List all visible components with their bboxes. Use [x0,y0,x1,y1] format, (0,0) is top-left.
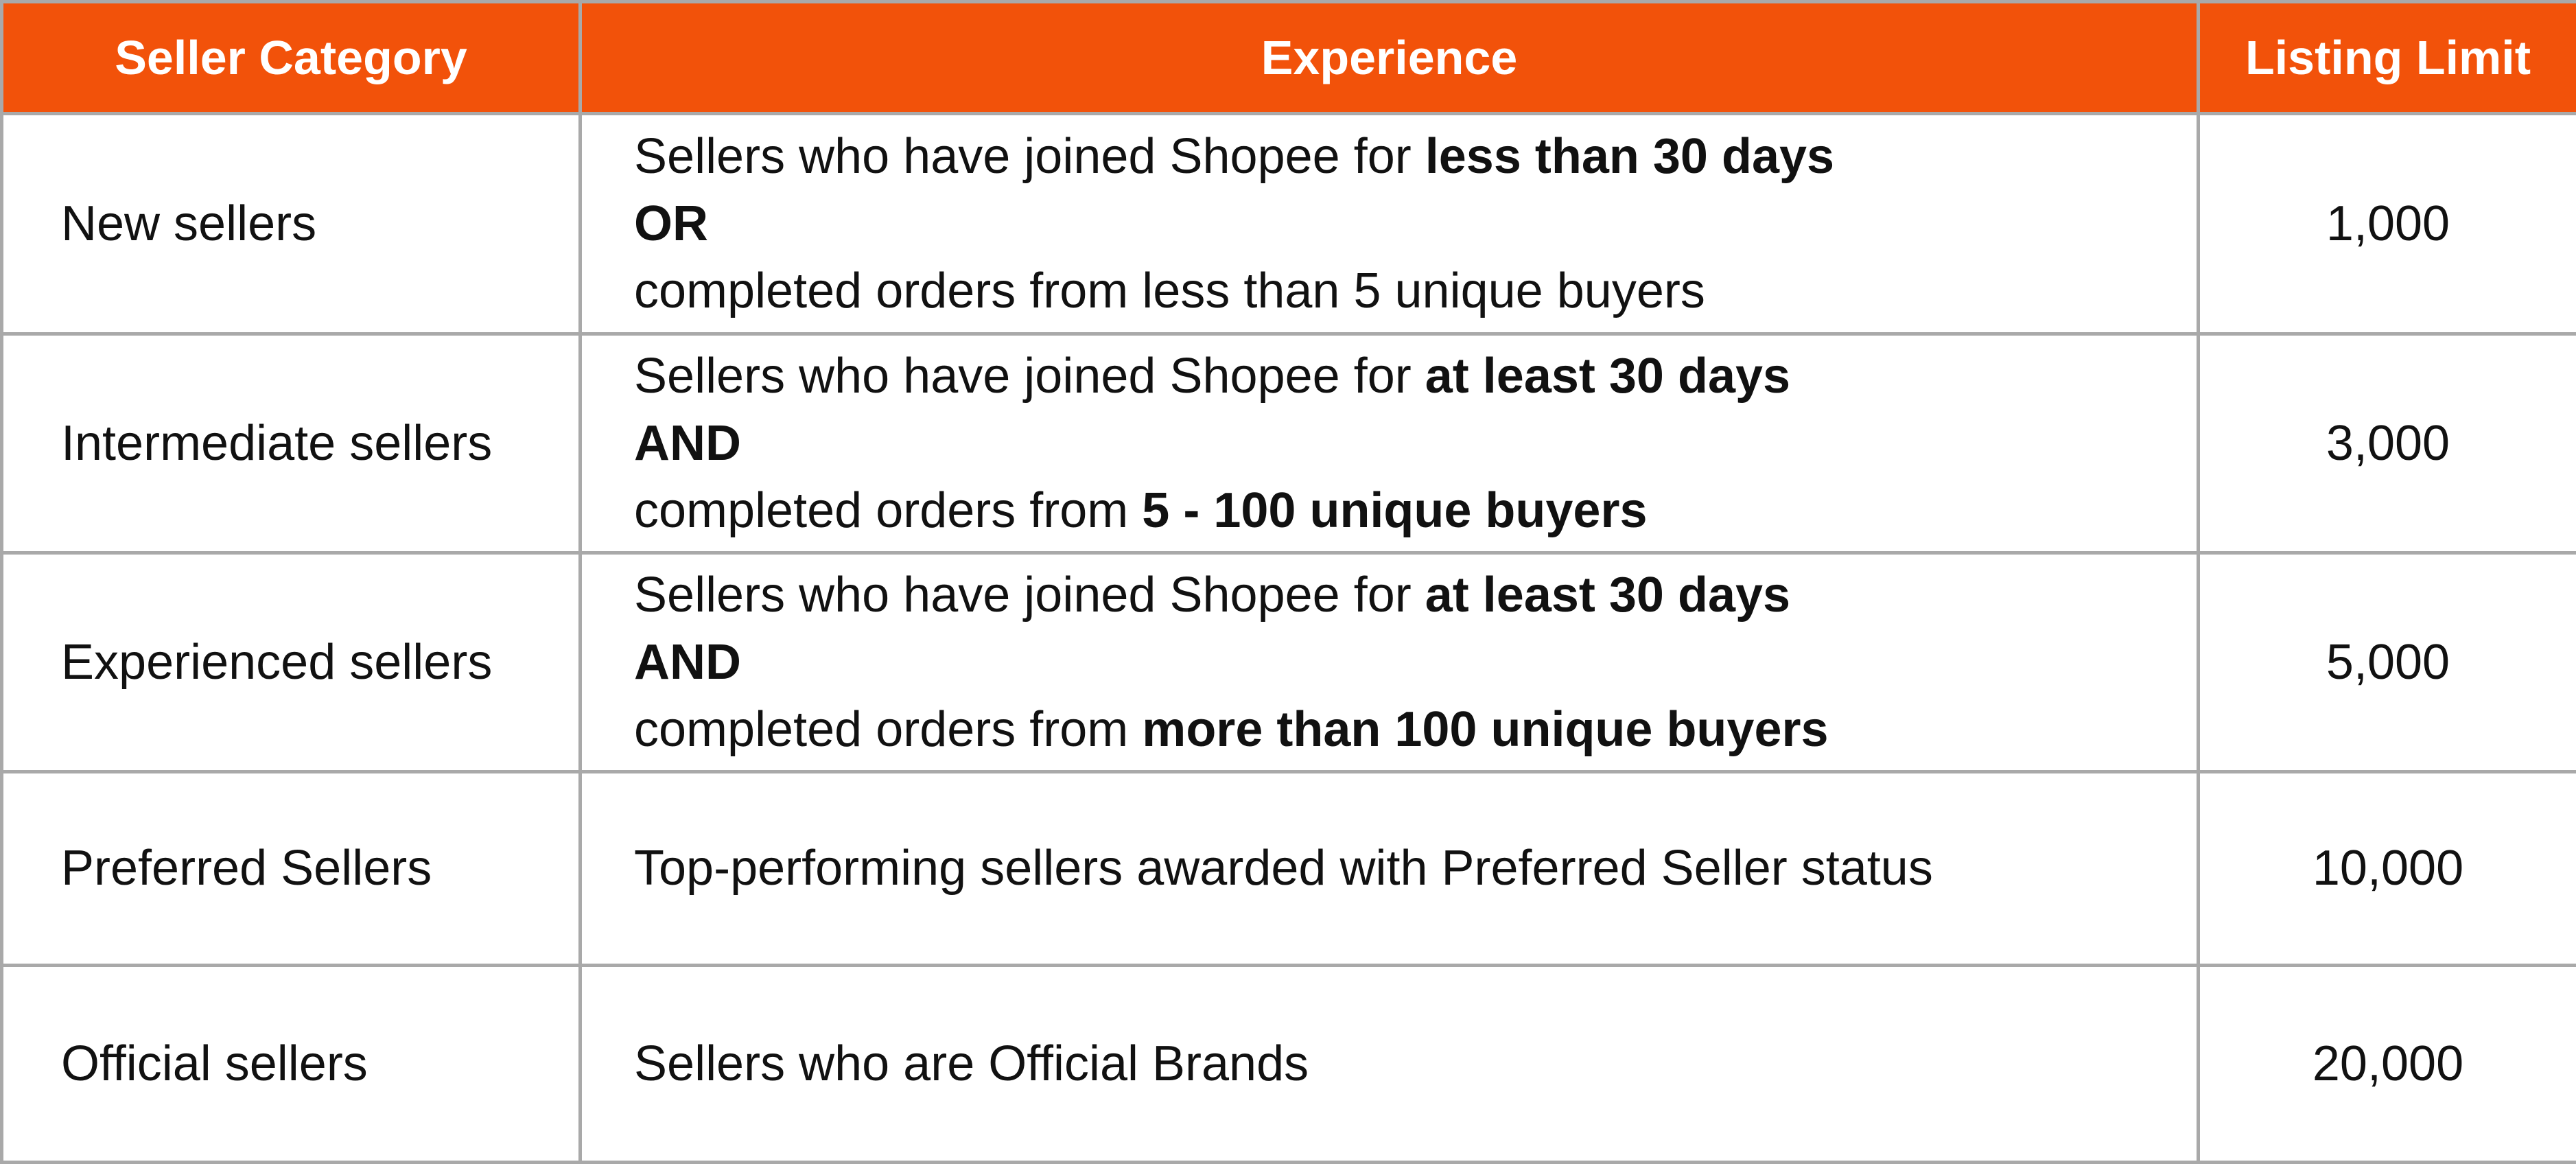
experience-connector: OR [634,196,708,252]
listing-limit-cell: 1,000 [2197,111,2576,336]
header-row: Seller Category Experience Listing Limit [0,0,2576,115]
experience-line-1: Sellers who have joined Shopee for at le… [634,342,2197,410]
experience-line-3: completed orders from more than 100 uniq… [634,696,2197,763]
experience-cell: Sellers who have joined Shopee for less … [578,111,2200,336]
experience-text: Sellers who have joined Shopee for [634,129,1425,185]
listing-limit-cell: 10,000 [2197,769,2576,968]
experience-line-1: Sellers who have joined Shopee for less … [634,123,2197,190]
seller-category-cell: Experienced sellers [0,551,582,773]
experience-emphasis: less than 30 days [1425,129,1835,185]
listing-limit-cell: 20,000 [2197,964,2576,1164]
seller-category-cell: New sellers [0,111,582,336]
table-row: New sellers Sellers who have joined Shop… [0,111,2576,336]
experience-text: completed orders from [634,483,1143,539]
table-body: New sellers Sellers who have joined Shop… [0,111,2576,1164]
column-header-seller-category: Seller Category [0,0,582,115]
column-header-listing-limit: Listing Limit [2197,0,2576,115]
experience-cell: Sellers who have joined Shopee for at le… [578,332,2200,555]
experience-connector: AND [634,635,741,690]
table-header: Seller Category Experience Listing Limit [0,0,2576,115]
experience-cell: Sellers who have joined Shopee for at le… [578,551,2200,773]
table-row: Official sellers Sellers who are Officia… [0,964,2576,1164]
experience-emphasis: at least 30 days [1425,568,1791,623]
experience-line-1: Sellers who have joined Shopee for at le… [634,561,2197,629]
column-header-experience: Experience [578,0,2200,115]
experience-connector: AND [634,416,741,472]
experience-cell: Sellers who are Official Brands [578,964,2200,1164]
listing-limit-cell: 3,000 [2197,332,2576,555]
experience-emphasis: more than 100 unique buyers [1142,702,1829,758]
seller-category-cell: Official sellers [0,964,582,1164]
seller-category-cell: Intermediate sellers [0,332,582,555]
experience-emphasis: at least 30 days [1425,349,1791,404]
experience-emphasis: 5 - 100 unique buyers [1142,483,1648,539]
experience-text: Sellers who have joined Shopee for [634,349,1425,404]
experience-line-3: completed orders from 5 - 100 unique buy… [634,477,2197,544]
table-row: Experienced sellers Sellers who have joi… [0,551,2576,773]
experience-text: completed orders from less than 5 unique… [634,264,1705,319]
experience-cell: Top-performing sellers awarded with Pref… [578,769,2200,968]
table-row: Preferred Sellers Top-performing sellers… [0,769,2576,968]
experience-text: Sellers who have joined Shopee for [634,568,1425,623]
listing-limit-cell: 5,000 [2197,551,2576,773]
experience-text: completed orders from [634,702,1143,758]
table-row: Intermediate sellers Sellers who have jo… [0,332,2576,555]
seller-category-cell: Preferred Sellers [0,769,582,968]
experience-line-3: completed orders from less than 5 unique… [634,257,2197,325]
